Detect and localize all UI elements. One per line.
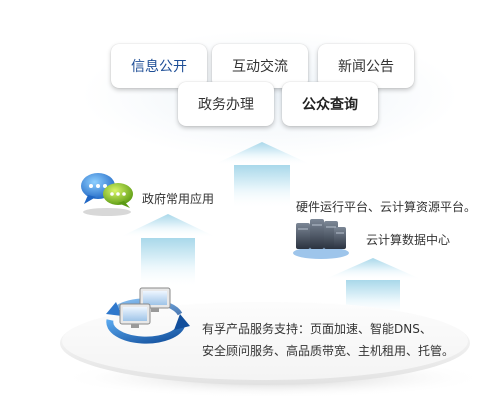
interaction-button[interactable]: 互动交流 [212,44,308,88]
info-public-button[interactable]: 信息公开 [111,44,207,88]
services-line-2: 安全顾问服务、高品质带宽、主机租用、托管。 [202,344,455,358]
computers-cycle-icon [100,284,192,348]
gov-apps-label: 政府常用应用 [142,192,215,206]
news-button[interactable]: 新闻公告 [318,44,414,88]
affairs-button[interactable]: 政务办理 [178,82,274,126]
arrow-up-top [213,142,312,209]
arrow-up-left [118,214,218,288]
base-platform [58,301,481,398]
services-line-1: 有孚产品服务支持：页面加速、智能DNS、 [202,322,432,336]
public-query-button[interactable]: 公众查询 [282,82,378,126]
datacenter-label: 云计算数据中心 [366,233,451,247]
chat-bubbles-icon [78,168,136,216]
server-stack-icon [290,215,352,259]
platforms-label: 硬件运行平台、云计算资源平台。 [296,200,477,214]
